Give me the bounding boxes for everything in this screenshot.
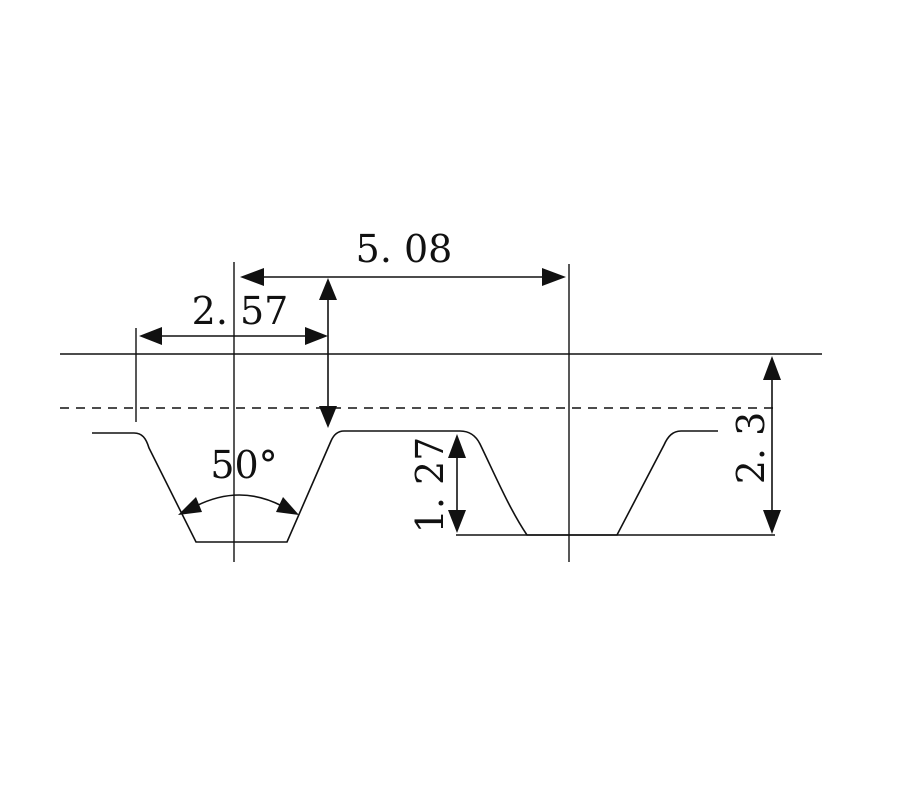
tooth-width-dimension: 2. 57 xyxy=(139,289,328,345)
belt-tooth-profile xyxy=(92,430,718,543)
pitch-label: 5. 08 xyxy=(356,227,453,271)
tooth-height-label: 1. 27 xyxy=(408,437,452,534)
pitch-dimension: 5. 08 xyxy=(240,227,566,286)
tooth-width-label: 2. 57 xyxy=(192,289,289,333)
pitch-line-offset-dimension xyxy=(319,278,337,428)
belt-thickness-dimension: 2. 3 xyxy=(729,356,781,534)
tooth-angle-dimension: 50° xyxy=(178,443,299,515)
belt-thickness-label: 2. 3 xyxy=(729,412,773,485)
tooth-height-dimension: 1. 27 xyxy=(408,434,466,533)
tooth-angle-label: 50° xyxy=(210,443,277,487)
